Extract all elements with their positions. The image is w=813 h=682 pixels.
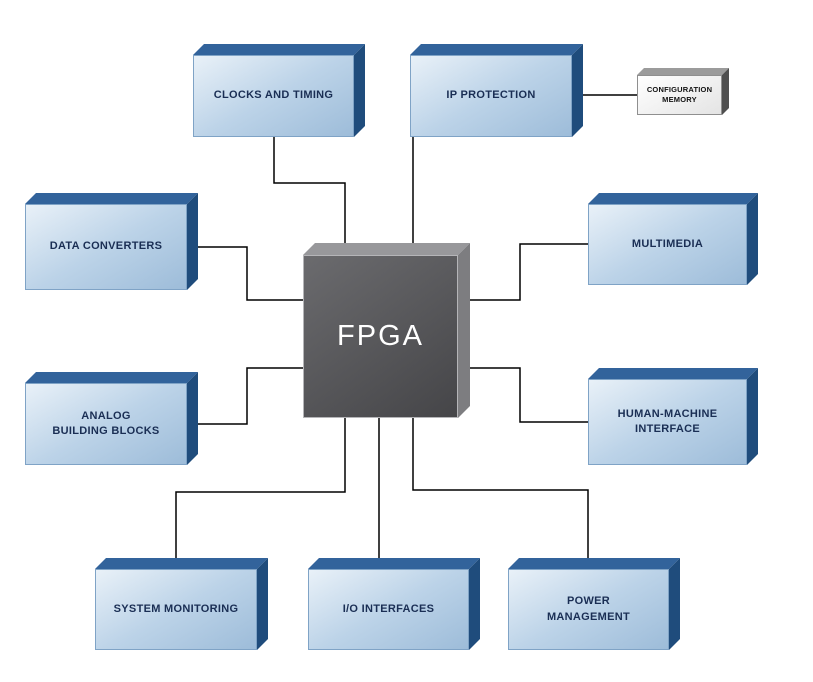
node-power-management-face: POWER MANAGEMENT <box>508 569 669 650</box>
node-system-monitoring-face: SYSTEM MONITORING <box>95 569 257 650</box>
node-io-interfaces: I/O INTERFACES <box>308 558 480 650</box>
node-fpga: FPGA <box>303 243 470 418</box>
node-analog-building-blocks-face: ANALOG BUILDING BLOCKS <box>25 383 187 465</box>
node-configuration-memory: CONFIGURATION MEMORY <box>637 68 729 115</box>
connector-data_converters-to-fpga <box>186 246 306 301</box>
node-configuration-memory-label: CONFIGURATION MEMORY <box>646 84 713 104</box>
node-fpga-label: FPGA <box>337 320 424 352</box>
node-human-machine-interface-face: HUMAN-MACHINE INTERFACE <box>588 379 747 465</box>
node-clocks-and-timing-label: CLOCKS AND TIMING <box>213 89 334 102</box>
node-configuration-memory-face: CONFIGURATION MEMORY <box>637 75 722 115</box>
node-multimedia-label: MULTIMEDIA <box>631 237 704 250</box>
node-data-converters-label: DATA CONVERTERS <box>49 240 163 253</box>
node-multimedia: MULTIMEDIA <box>588 193 758 285</box>
node-ip-protection-face: IP PROTECTION <box>410 55 572 137</box>
connector-hmi-to-fpga <box>455 367 589 423</box>
connector-power_management-to-fpga <box>412 415 589 572</box>
node-analog-building-blocks: ANALOG BUILDING BLOCKS <box>25 372 198 465</box>
connector-analog-to-fpga <box>186 367 306 425</box>
node-fpga-face: FPGA <box>303 255 458 418</box>
node-human-machine-interface: HUMAN-MACHINE INTERFACE <box>588 368 758 465</box>
node-data-converters-face: DATA CONVERTERS <box>25 204 187 290</box>
node-ip-protection-label: IP PROTECTION <box>446 89 536 102</box>
node-ip-protection: IP PROTECTION <box>410 44 583 137</box>
node-human-machine-interface-label: HUMAN-MACHINE INTERFACE <box>617 407 718 435</box>
connector-multimedia-to-fpga <box>455 243 589 301</box>
node-analog-building-blocks-label: ANALOG BUILDING BLOCKS <box>52 409 160 437</box>
node-power-management-label: POWER MANAGEMENT <box>546 595 631 623</box>
connector-system_monitoring-to-fpga <box>175 415 346 572</box>
node-data-converters: DATA CONVERTERS <box>25 193 198 290</box>
node-clocks-and-timing-face: CLOCKS AND TIMING <box>193 55 354 137</box>
node-system-monitoring-label: SYSTEM MONITORING <box>113 602 239 615</box>
node-power-management: POWER MANAGEMENT <box>508 558 680 650</box>
node-system-monitoring: SYSTEM MONITORING <box>95 558 268 650</box>
node-multimedia-face: MULTIMEDIA <box>588 204 747 285</box>
node-io-interfaces-label: I/O INTERFACES <box>342 602 435 615</box>
node-io-interfaces-face: I/O INTERFACES <box>308 569 469 650</box>
connector-clocks-to-fpga <box>273 137 346 258</box>
node-clocks-and-timing: CLOCKS AND TIMING <box>193 44 365 137</box>
